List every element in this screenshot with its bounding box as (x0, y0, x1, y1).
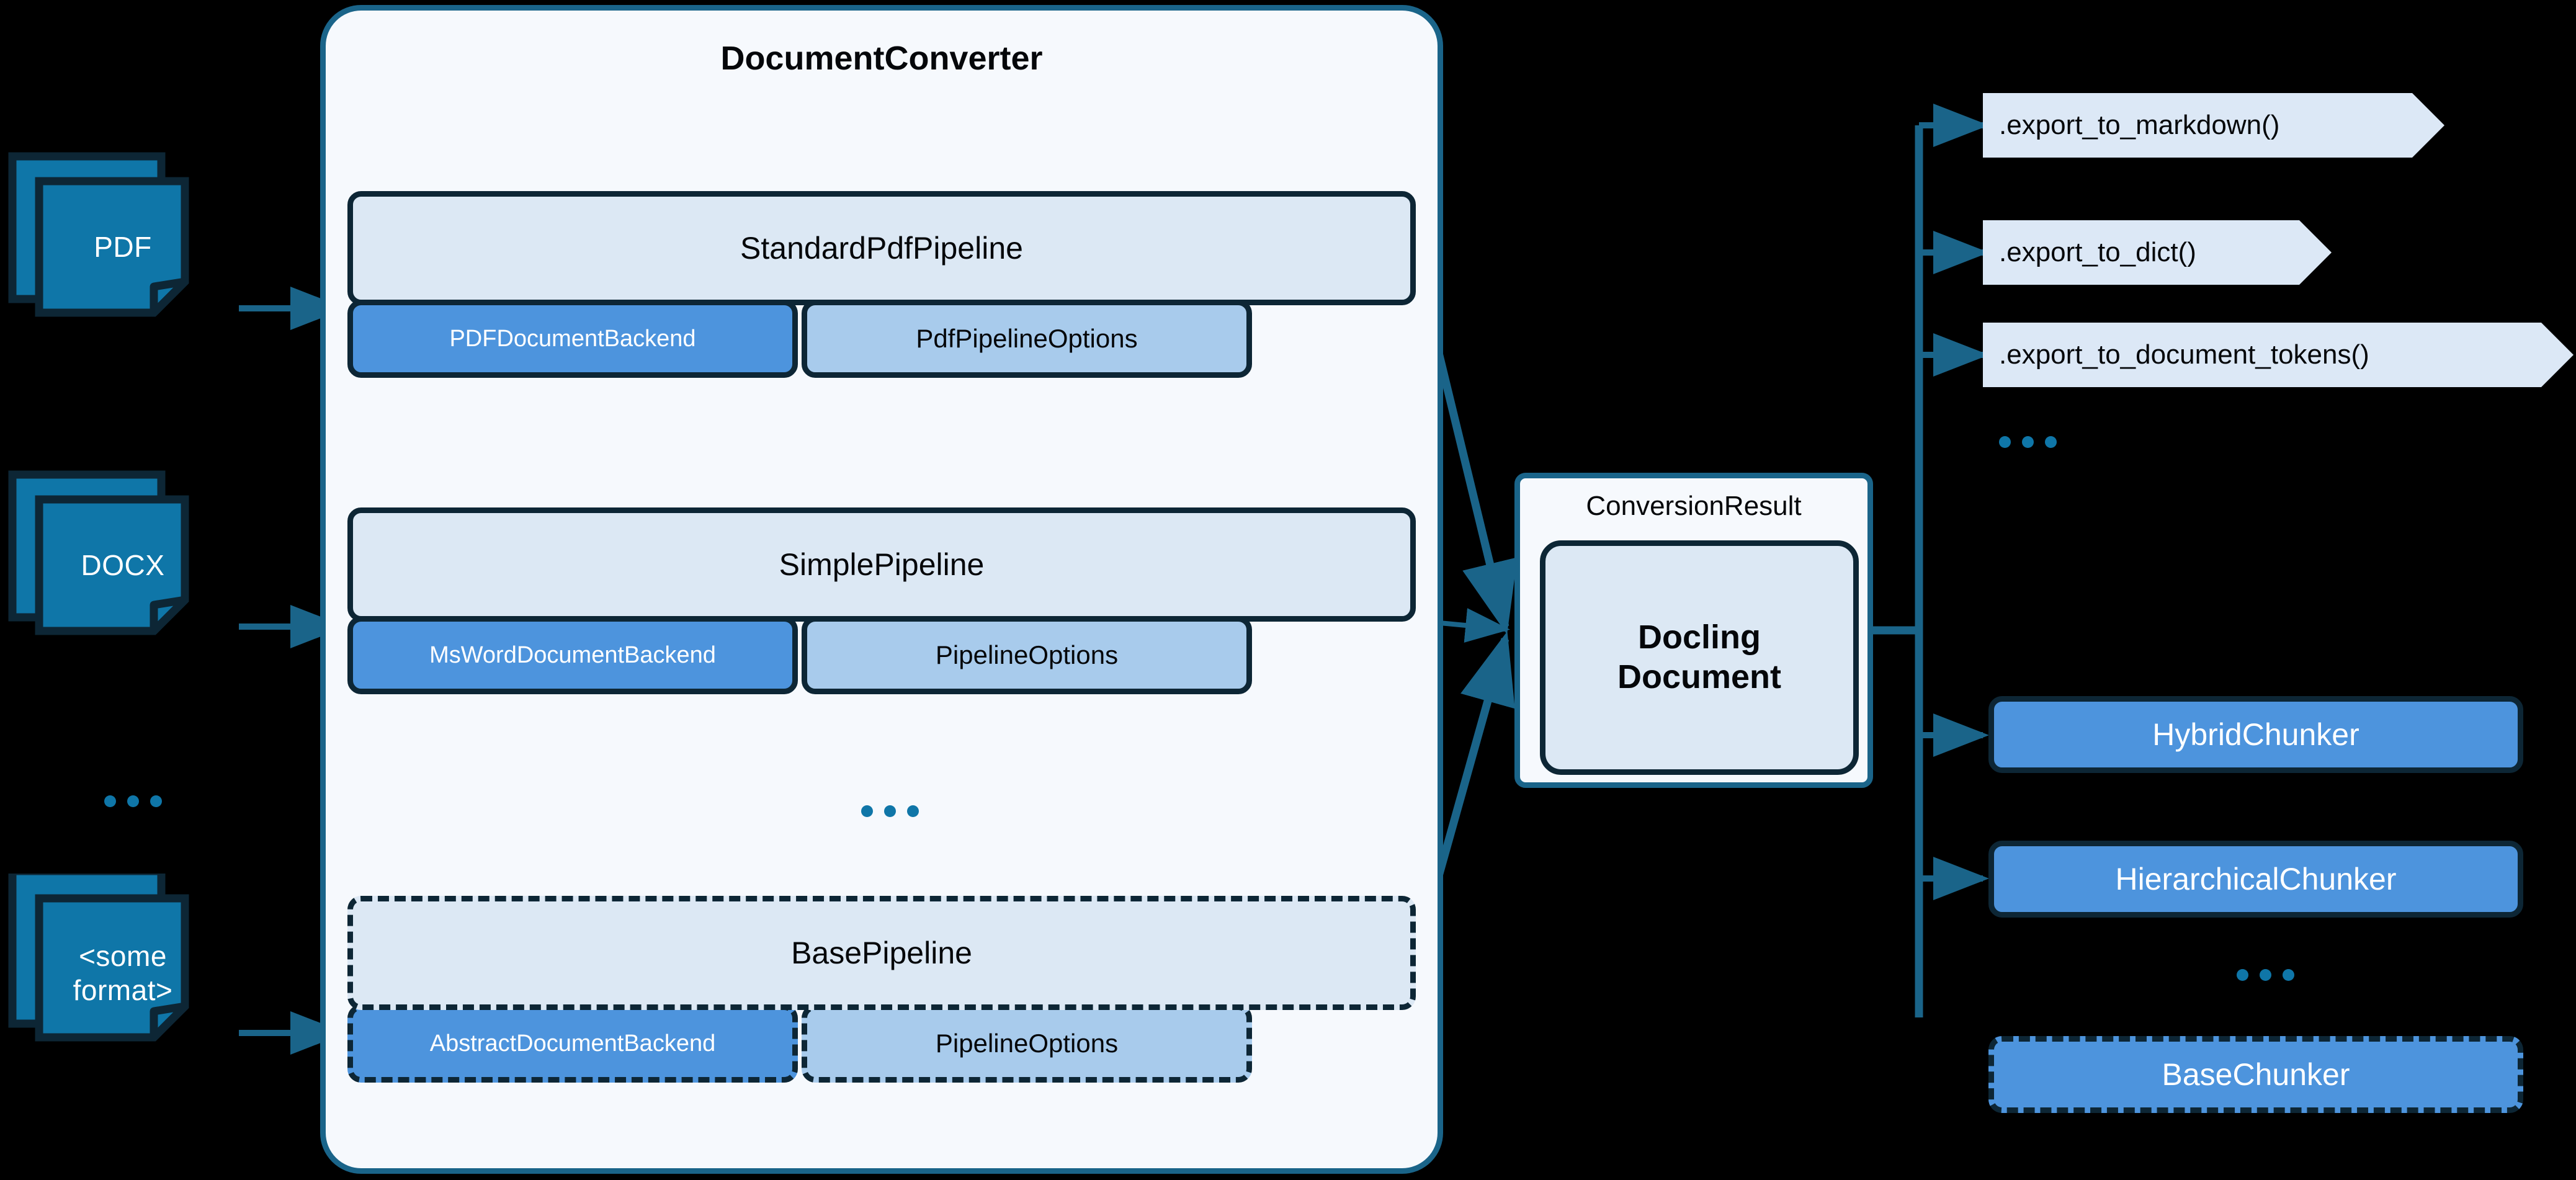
pipeline-simple[interactable]: SimplePipeline MsWordDocumentBackend Pip… (347, 507, 1416, 694)
chunker-base[interactable]: BaseChunker (1988, 1036, 2523, 1113)
pipeline-header[interactable]: StandardPdfPipeline (347, 191, 1416, 305)
dot (150, 795, 162, 807)
inputs-ellipsis (104, 795, 162, 807)
pipeline-components: MsWordDocumentBackend PipelineOptions (347, 616, 1416, 694)
pipeline-options[interactable]: PipelineOptions (802, 616, 1252, 694)
chunker-hierarchical[interactable]: HierarchicalChunker (1988, 841, 2523, 918)
pipeline-base[interactable]: BasePipeline AbstractDocumentBackend Pip… (347, 896, 1416, 1083)
pipeline-options-label: PipelineOptions (935, 1029, 1119, 1058)
pipeline-backend[interactable]: MsWordDocumentBackend (347, 616, 798, 694)
output-branch-arrows (1919, 104, 1989, 900)
chunkers-ellipsis (2237, 969, 2294, 981)
dot (127, 795, 139, 807)
exports-ellipsis (1999, 436, 2057, 448)
pipeline-backend-label: MsWordDocumentBackend (429, 641, 716, 668)
dot (861, 805, 873, 817)
document-stack-icon (8, 152, 189, 317)
document-stack-icon (8, 470, 189, 635)
chunker-label: BaseChunker (2162, 1057, 2350, 1092)
conversion-result-title: ConversionResult (1586, 491, 1802, 521)
input-icon-pdf[interactable]: PDF (5, 149, 241, 320)
docling-document-node[interactable]: Docling Document (1540, 540, 1859, 775)
chunker-label: HierarchicalChunker (2115, 862, 2397, 896)
chunker-label: HybridChunker (2152, 717, 2359, 752)
dot (907, 805, 919, 817)
result-to-outputs-connectors (1873, 125, 1923, 1017)
pipeline-header[interactable]: BasePipeline (347, 896, 1416, 1010)
pipeline-components: PDFDocumentBackend PdfPipelineOptions (347, 300, 1416, 378)
dot (2283, 969, 2294, 981)
document-stack-icon (8, 874, 189, 1042)
conversion-result-panel[interactable]: ConversionResult Docling Document (1514, 473, 1873, 788)
export-method-document-tokens[interactable]: .export_to_document_tokens() (1983, 323, 2574, 387)
dot (2237, 969, 2248, 981)
pipeline-options[interactable]: PipelineOptions (802, 1004, 1252, 1083)
docling-document-label-line1: Docling (1638, 619, 1761, 656)
dot (104, 795, 116, 807)
dot (1999, 436, 2011, 448)
pipeline-backend-label: PDFDocumentBackend (449, 325, 696, 352)
pipeline-name: StandardPdfPipeline (740, 231, 1023, 266)
docling-document-label-line2: Document (1617, 658, 1781, 695)
pipeline-options-label: PdfPipelineOptions (916, 324, 1138, 353)
input-icon-docx[interactable]: DOCX (5, 467, 241, 638)
dot (884, 805, 896, 817)
pipeline-options[interactable]: PdfPipelineOptions (802, 300, 1252, 378)
dot (2260, 969, 2271, 981)
pipeline-header[interactable]: SimplePipeline (347, 507, 1416, 622)
dot (2022, 436, 2034, 448)
pipeline-backend[interactable]: AbstractDocumentBackend (347, 1004, 798, 1083)
pipeline-name: BasePipeline (791, 936, 972, 970)
export-method-dict[interactable]: .export_to_dict() (1983, 220, 2332, 285)
converter-ellipsis (861, 805, 919, 817)
pipeline-backend-label: AbstractDocumentBackend (429, 1030, 716, 1057)
pipeline-standard-pdf[interactable]: StandardPdfPipeline PDFDocumentBackend P… (347, 191, 1416, 378)
export-method-label: .export_to_markdown() (1999, 110, 2280, 140)
export-method-label: .export_to_dict() (1999, 237, 2196, 267)
pipeline-components: AbstractDocumentBackend PipelineOptions (347, 1004, 1416, 1083)
document-converter-title: DocumentConverter (720, 40, 1043, 77)
dot (2045, 436, 2057, 448)
pipeline-backend[interactable]: PDFDocumentBackend (347, 300, 798, 378)
pipeline-name: SimplePipeline (779, 547, 985, 582)
input-icon-some-format[interactable]: <some format> (5, 874, 241, 1044)
export-method-markdown[interactable]: .export_to_markdown() (1983, 93, 2444, 158)
export-method-label: .export_to_document_tokens() (1999, 339, 2369, 370)
chunker-hybrid[interactable]: HybridChunker (1988, 696, 2523, 773)
pipeline-options-label: PipelineOptions (935, 640, 1119, 669)
